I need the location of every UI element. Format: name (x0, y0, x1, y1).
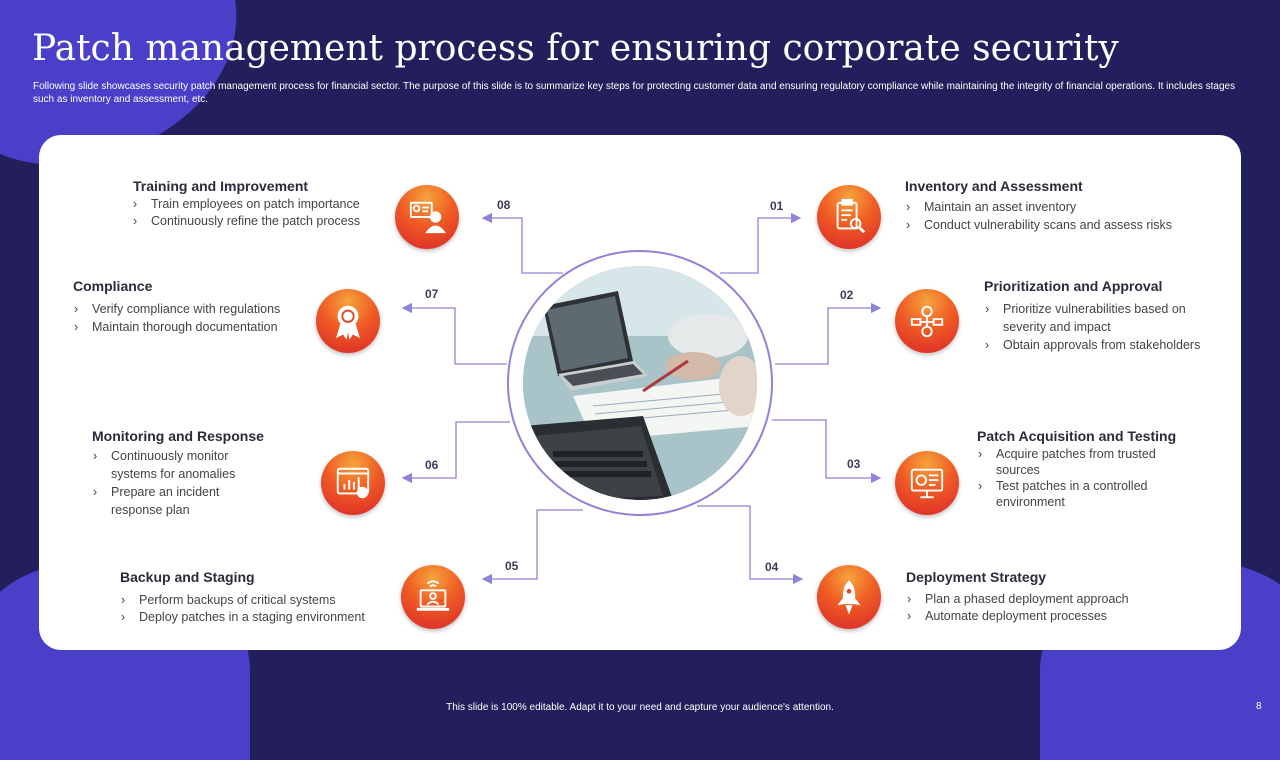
center-photo (523, 266, 757, 500)
bullet-item: Conduct vulnerability scans and assess r… (905, 216, 1205, 234)
step-bullets-07: Verify compliance with regulations Maint… (73, 300, 313, 336)
step-title-04: Deployment Strategy (906, 569, 1047, 585)
bullet-item: Train employees on patch importance (132, 196, 392, 213)
page-number: 8 (1256, 701, 1262, 712)
presentation-chart-icon (895, 451, 959, 515)
bullet-item: Test patches in a controlled environment (977, 478, 1167, 510)
step-number-05: 05 (505, 559, 519, 573)
award-badge-icon (316, 289, 380, 353)
bullet-item: Verify compliance with regulations (73, 300, 313, 318)
step-bullets-04: Plan a phased deployment approach Automa… (906, 591, 1206, 624)
footer-note: This slide is 100% editable. Adapt it to… (446, 702, 834, 713)
clipboard-search-icon (817, 185, 881, 249)
monitor-chart-icon (321, 451, 385, 515)
step-number-07: 07 (425, 287, 439, 301)
bullet-item: Perform backups of critical systems (120, 592, 410, 609)
step-number-02: 02 (840, 288, 854, 302)
step-title-08: Training and Improvement (133, 178, 309, 194)
laptop-user-icon (401, 565, 465, 629)
step-title-03: Patch Acquisition and Testing (977, 428, 1177, 444)
step-bullets-08: Train employees on patch importance Cont… (132, 196, 392, 230)
bullet-item: Deploy patches in a staging environment (120, 609, 410, 626)
bullet-item: Plan a phased deployment approach (906, 591, 1206, 608)
step-number-08: 08 (497, 198, 511, 212)
bullet-item: Maintain an asset inventory (905, 198, 1205, 216)
bullet-item: Acquire patches from trusted sources (977, 446, 1167, 478)
step-bullets-01: Maintain an asset inventory Conduct vuln… (905, 198, 1205, 234)
step-number-03: 03 (847, 457, 861, 471)
bullet-item: Automate deployment processes (906, 608, 1206, 625)
bullet-item: Prepare an incident response plan (92, 483, 252, 519)
slide-subtitle: Following slide showcases security patch… (33, 81, 1236, 105)
step-title-06: Monitoring and Response (92, 428, 264, 444)
bullet-item: Obtain approvals from stakeholders (984, 336, 1219, 354)
step-title-05: Backup and Staging (120, 569, 255, 585)
step-title-02: Prioritization and Approval (984, 278, 1163, 294)
step-number-06: 06 (425, 458, 439, 472)
rocket-icon (817, 565, 881, 629)
step-title-01: Inventory and Assessment (905, 178, 1083, 194)
step-title-07: Compliance (73, 278, 153, 294)
gear-network-icon (895, 289, 959, 353)
step-bullets-03: Acquire patches from trusted sources Tes… (977, 446, 1167, 510)
step-bullets-05: Perform backups of critical systems Depl… (120, 592, 410, 626)
training-board-icon (395, 185, 459, 249)
slide-title: Patch management process for ensuring co… (32, 28, 1119, 69)
bullet-item: Continuously refine the patch process (132, 213, 392, 230)
step-number-04: 04 (765, 560, 779, 574)
step-bullets-06: Continuously monitor systems for anomali… (92, 447, 252, 519)
bullet-item: Prioritize vulnerabilities based on seve… (984, 300, 1219, 336)
bullet-item: Maintain thorough documentation (73, 318, 313, 336)
bullet-item: Continuously monitor systems for anomali… (92, 447, 252, 483)
laptop-documents-illustration (523, 266, 757, 500)
step-number-01: 01 (770, 199, 784, 213)
step-bullets-02: Prioritize vulnerabilities based on seve… (984, 300, 1219, 354)
